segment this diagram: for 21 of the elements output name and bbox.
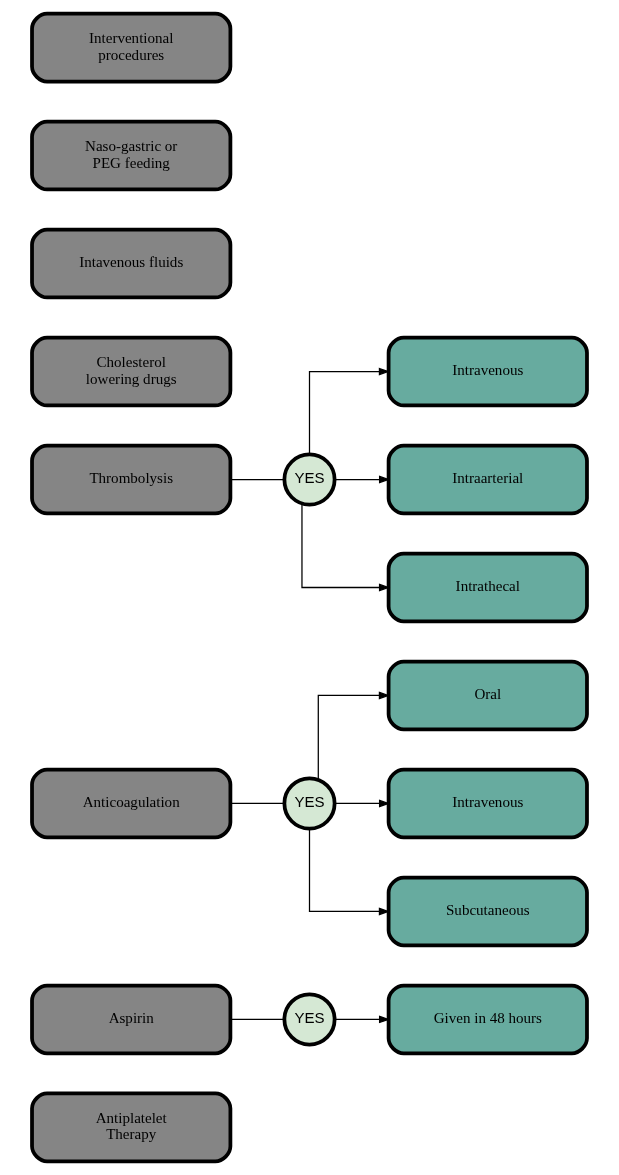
node-box: Subcutaneous bbox=[386, 875, 589, 948]
node-box: Intraarterial bbox=[386, 443, 589, 516]
node-circle: YES bbox=[282, 992, 337, 1047]
node-box: Intavenous fluids bbox=[30, 227, 233, 300]
node-box: Thrombolysis bbox=[30, 443, 233, 516]
node-box: Oral bbox=[386, 659, 589, 732]
node-box: Anticoagulation bbox=[30, 767, 233, 840]
node-box: Intravenous bbox=[386, 767, 589, 840]
node-box: Intrathecal bbox=[386, 551, 589, 624]
node-box: Given in 48 hours bbox=[386, 983, 589, 1056]
connector bbox=[230, 478, 285, 481]
node-box: Interventional procedures bbox=[30, 11, 233, 84]
node-circle: YES bbox=[282, 776, 337, 831]
node-circle: YES bbox=[282, 452, 337, 507]
connector bbox=[230, 802, 285, 805]
node-box: Aspirin bbox=[30, 983, 233, 1056]
node-box: Cholesterol lowering drugs bbox=[30, 335, 233, 408]
connector bbox=[230, 1018, 285, 1021]
node-box: Antiplatelet Therapy bbox=[30, 1091, 233, 1164]
node-box: Intravenous bbox=[386, 335, 589, 408]
node-box: Naso-gastric or PEG feeding bbox=[30, 119, 233, 192]
